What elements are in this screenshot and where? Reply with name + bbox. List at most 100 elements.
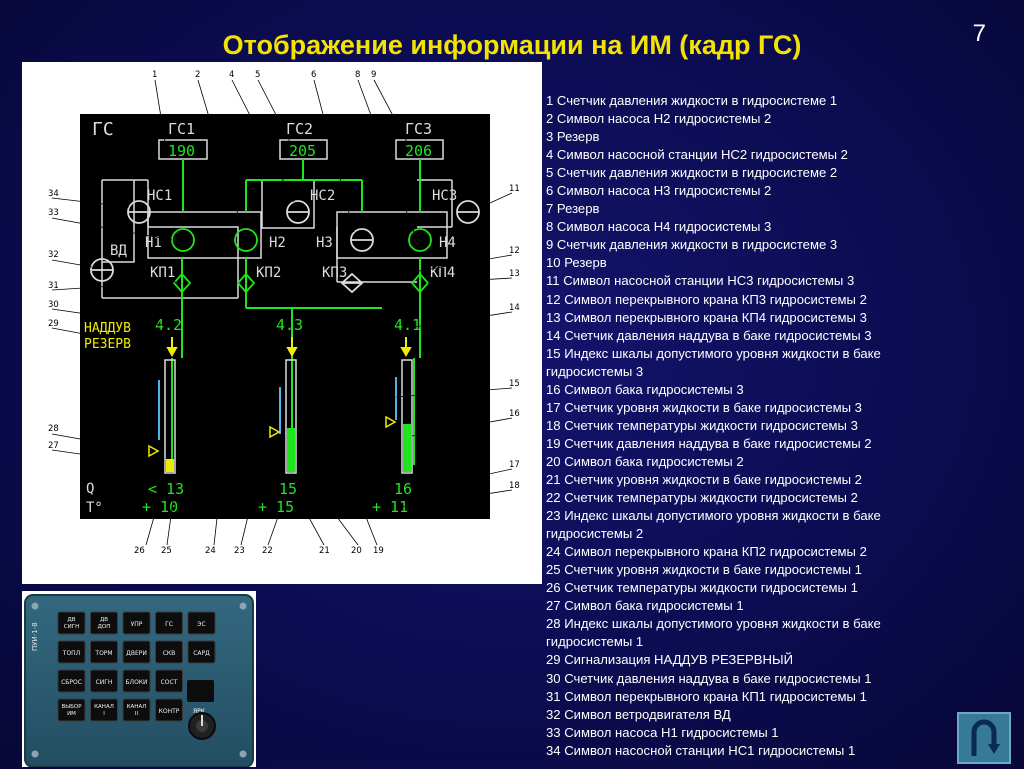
- legend-item: 11 Символ насосной станции НС3 гидросист…: [546, 273, 855, 289]
- panel-button[interactable]: ЭС: [187, 611, 216, 635]
- legend-item: 6 Символ насоса Н3 гидросистемы 2: [546, 183, 772, 199]
- panel-button[interactable]: КОНТР: [155, 698, 183, 722]
- legend-item: 19 Счетчик давления наддува в баке гидро…: [546, 435, 872, 451]
- display-diagram: ГС ГС1 ГС2 ГС3 190 205 206: [22, 62, 542, 584]
- svg-text:32: 32: [48, 250, 59, 260]
- pump-n2-symbol: [234, 228, 258, 252]
- tank3-symbol: [401, 359, 413, 474]
- legend-item: 7 Резерв: [546, 201, 600, 217]
- svg-text:5: 5: [255, 70, 260, 80]
- panel-button-label: СОСТ: [161, 679, 178, 686]
- panel-button[interactable]: УПР: [122, 611, 151, 635]
- panel-button[interactable]: ДВЕРИ: [122, 640, 151, 664]
- naddub-alert: НАДДУВ: [84, 321, 131, 336]
- svg-text:31: 31: [48, 281, 59, 291]
- valve-kp2-symbol: [236, 272, 256, 294]
- svg-text:25: 25: [161, 546, 172, 556]
- legend-item: 8 Символ насоса Н4 гидросистемы 3: [546, 219, 772, 235]
- n3-label: Н3: [316, 235, 333, 251]
- gs2-label: ГС2: [286, 120, 313, 138]
- legend-item: 28 Индекс шкалы допустимого уровня жидко…: [546, 616, 881, 650]
- panel-button[interactable]: СОСТ: [155, 669, 183, 693]
- panel-button[interactable]: БЛОКИ: [122, 669, 151, 693]
- svg-text:26: 26: [134, 546, 145, 556]
- panel-button-label: СКВ: [163, 650, 176, 657]
- svg-text:11: 11: [509, 184, 520, 194]
- panel-button[interactable]: СБРОС: [57, 669, 86, 693]
- panel-button[interactable]: ТОРМ: [90, 640, 118, 664]
- legend-item: 24 Символ перекрывного крана КП2 гидроси…: [546, 544, 867, 560]
- svg-text:4: 4: [229, 70, 234, 80]
- legend-item: 2 Символ насоса Н2 гидросистемы 2: [546, 111, 772, 127]
- vd-label: ВД: [110, 243, 127, 259]
- legend-item: 18 Счетчик температуры жидкости гидросис…: [546, 417, 858, 433]
- legend-item: 1 Счетчик давления жидкости в гидросисте…: [546, 93, 838, 108]
- svg-text:23: 23: [234, 546, 245, 556]
- panel-button-label: ТОПЛ: [62, 650, 80, 657]
- legend-item: 14 Счетчик давления наддува в баке гидро…: [546, 327, 872, 343]
- svg-text:17: 17: [509, 460, 520, 470]
- kp3-label: КП3: [322, 265, 347, 281]
- svg-text:1: 1: [152, 70, 157, 80]
- legend-item: 13 Символ перекрывного крана КП4 гидроси…: [546, 309, 867, 325]
- panel-button-label: СИГН: [96, 679, 113, 686]
- panel-button-label: ИМ: [67, 711, 76, 717]
- valve-kp3-symbol: [340, 272, 364, 294]
- panel-button[interactable]: ТОПЛ: [57, 640, 86, 664]
- tank3-level-fill: [403, 424, 411, 472]
- legend-item: 20 Символ бака гидросистемы 2: [546, 453, 744, 469]
- tank2-level: 15: [279, 480, 297, 498]
- ns3-label: НС3: [432, 188, 457, 204]
- return-button[interactable]: [957, 712, 1011, 764]
- panel-button-label: БЛОКИ: [125, 679, 147, 686]
- level-q-label: Q: [86, 481, 94, 497]
- n2-label: Н2: [269, 235, 286, 251]
- legend-item: 34 Символ насосной станции НС1 гидросист…: [546, 742, 856, 758]
- tank3-boost-pressure: 4.1: [394, 316, 421, 334]
- legend-item: 9 Счетчик давления жидкости в гидросисте…: [546, 237, 838, 253]
- svg-text:12: 12: [509, 246, 520, 256]
- tank2-boost-pressure: 4.3: [276, 316, 303, 334]
- panel-button-label: ДВ: [67, 617, 75, 623]
- panel-button[interactable]: СИГН: [90, 669, 118, 693]
- legend-item: 22 Счетчик температуры жидкости гидросис…: [546, 490, 858, 506]
- rezerv-alert: РЕЗЕРВ: [84, 337, 131, 352]
- legend-item: 27 Символ бака гидросистемы 1: [546, 598, 744, 614]
- panel-button-label: ДВ: [100, 617, 108, 623]
- legend-item: 32 Символ ветродвигателя ВД: [546, 706, 731, 722]
- gs2-pressure: 205: [289, 142, 316, 160]
- legend-item: 17 Счетчик уровня жидкости в баке гидрос…: [546, 399, 862, 415]
- svg-text:18: 18: [509, 481, 520, 491]
- tank3-temp: + 11: [372, 498, 408, 516]
- gs1-label: ГС1: [168, 120, 195, 138]
- panel-button[interactable]: САРД: [187, 640, 216, 664]
- legend-item: 23 Индекс шкалы допустимого уровня жидко…: [546, 508, 881, 542]
- svg-text:19: 19: [373, 546, 384, 556]
- kp4-label: КП4: [430, 265, 455, 281]
- panel-button[interactable]: ГС: [155, 611, 183, 635]
- legend-item: 21 Счетчик уровня жидкости в баке гидрос…: [546, 471, 862, 487]
- legend-item: 33 Символ насоса Н1 гидросистемы 1: [546, 724, 779, 740]
- svg-text:27: 27: [48, 441, 59, 451]
- kp2-label: КП2: [256, 265, 281, 281]
- legend-item: 31 Символ перекрывного крана КП1 гидроси…: [546, 688, 867, 704]
- panel-button[interactable]: СКВ: [155, 640, 183, 664]
- panel-side-label: ПУИ-1-8: [31, 622, 39, 651]
- panel-button-label: I: [103, 711, 105, 717]
- panel-button-label: УПР: [131, 621, 143, 628]
- legend-item: 15 Индекс шкалы допустимого уровня жидко…: [546, 345, 881, 379]
- tank1-level: < 13: [148, 480, 184, 498]
- frame-title: ГС: [92, 119, 114, 140]
- tank2-level-fill: [287, 428, 295, 472]
- tank2-temp: + 15: [258, 498, 294, 516]
- valve-kp1-symbol: [172, 272, 192, 294]
- pump-n4-symbol: [408, 228, 432, 252]
- legend-item: 30 Счетчик давления наддува в баке гидро…: [546, 670, 872, 686]
- svg-text:6: 6: [311, 70, 316, 80]
- svg-text:29: 29: [48, 319, 59, 329]
